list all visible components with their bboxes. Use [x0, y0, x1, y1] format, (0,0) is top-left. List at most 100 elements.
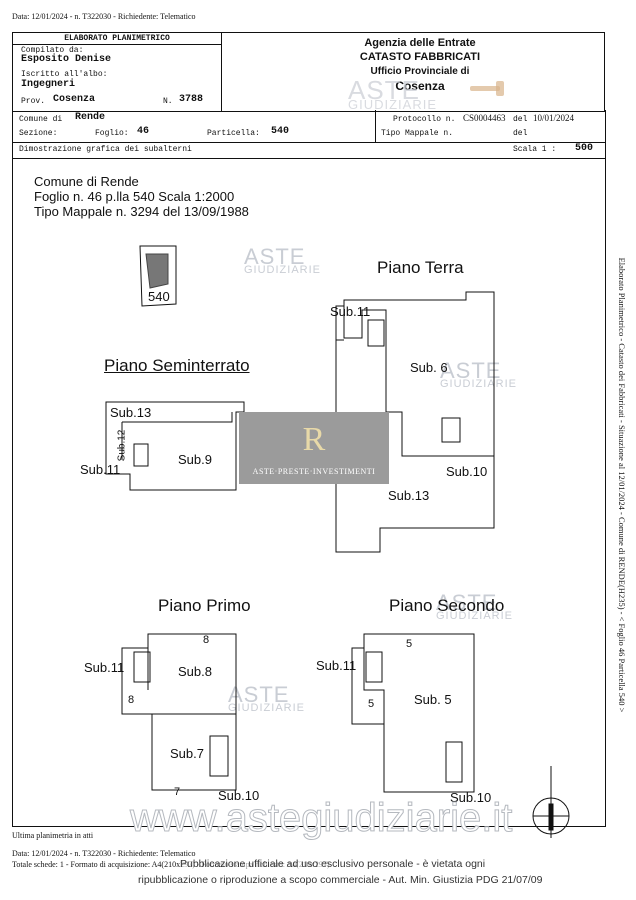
giudiziarie-watermark-2: GIUDIZIARIE: [244, 264, 322, 276]
semi-sub12-label: Sub.12: [116, 429, 128, 462]
vertical-side-text: Elaborato Planimetrico - Catasto dei Fab…: [617, 140, 627, 830]
semi-sub11-label: Sub.11: [80, 462, 121, 477]
footer-ripubblicazione: ripubblicazione o riproduzione a scopo c…: [138, 874, 543, 886]
primo-stair-10: [209, 735, 229, 777]
footer-pubblicazione: Pubblicazione ufficiale ad uso esclusivo…: [180, 858, 486, 870]
seal-watermark: R ASTE·PRESTE·INVESTIMENTI: [239, 412, 389, 484]
parcel-label: 540: [148, 289, 170, 304]
giudiziarie-watermark-4: GIUDIZIARIE: [228, 702, 306, 714]
seal-logo-icon: R: [302, 421, 326, 458]
drawing-header-comune: Comune di Rende: [34, 174, 139, 189]
giudiziarie-watermark-5: GIUDIZIARIE: [436, 610, 514, 622]
comune-label: Comune di: [19, 115, 63, 124]
floor-primo-label: Piano Primo: [158, 596, 251, 615]
n-value: 3788: [179, 94, 204, 105]
primo-outline: [121, 633, 237, 791]
header-line: Data: 12/01/2024 - n. T322030 - Richiede…: [12, 12, 196, 21]
agency-name: Agenzia delle Entrate: [364, 37, 476, 49]
semi-stair-11: [133, 443, 149, 467]
secondo-stair-11: [365, 651, 383, 683]
primo-7-label: 7: [174, 786, 181, 798]
drawing-frame: [12, 158, 606, 827]
semi-sub13-label: Sub.13: [110, 405, 152, 420]
secondo-sub11-label: Sub.11: [316, 658, 357, 673]
ufficio-label: Ufficio Provinciale di: [370, 66, 470, 77]
terra-inner: [343, 306, 494, 457]
iscritto-value: Ingegneri: [21, 79, 76, 90]
drawing-header: Comune di Rende Foglio n. 46 p.lla 540 S…: [34, 174, 249, 219]
footer-data-line: Data: 12/01/2024 - n. T322030 - Richiede…: [12, 849, 196, 858]
scala-label: Scala 1 :: [513, 145, 557, 154]
semi-outline: [105, 401, 245, 491]
aste-watermark-3: ASTE: [440, 358, 502, 383]
tipo-mappale-label: Tipo Mappale n.: [381, 129, 454, 138]
demo-row: Dimostrazione grafica dei subalterni Sca…: [12, 142, 606, 159]
protocollo-date: 10/01/2024: [533, 113, 575, 123]
terra-sub10-label: Sub.10: [446, 464, 488, 479]
compiler-box: ELABORATO PLANIMETRICO Compilato da: Esp…: [12, 32, 222, 112]
giudiziarie-watermark: GIUDIZIARIE: [348, 97, 438, 112]
protocollo-value: CS0004463: [463, 113, 506, 123]
north-arrow-icon: [532, 766, 570, 838]
sezione-label: Sezione:: [19, 129, 58, 138]
aste-watermark: ASTE: [348, 75, 420, 105]
scala-value: 500: [575, 143, 594, 154]
particella-value: 540: [271, 126, 290, 137]
primo-sub8-label: Sub.8: [178, 664, 212, 679]
vertical-text: Elaborato Planimetrico - Catasto dei Fab…: [617, 257, 627, 713]
semi-corridor: [122, 412, 233, 423]
ufficio-city: Cosenza: [395, 79, 445, 93]
primo-sub11-label: Sub.11: [84, 660, 125, 675]
primo-8top-label: 8: [203, 634, 210, 646]
prov-value: Cosenza: [53, 94, 96, 105]
secondo-sub10-label: Sub.10: [450, 790, 492, 805]
comune-value: Rende: [75, 112, 106, 123]
agency-box: Agenzia delle Entrate CATASTO FABBRICATI…: [220, 32, 605, 112]
secondo-sub5-label: Sub. 5: [414, 692, 452, 707]
tipo-del-label: del: [513, 129, 528, 138]
prov-label: Prov.: [21, 97, 46, 106]
terra-sub11-label: Sub.11: [330, 304, 371, 319]
primo-sub10-label: Sub.10: [218, 788, 260, 803]
demo-label: Dimostrazione grafica dei subalterni: [19, 145, 192, 154]
compilato-value: Esposito Denise: [21, 54, 112, 65]
terra-sub13-label: Sub.13: [388, 488, 430, 503]
primo-sub7-label: Sub.7: [170, 746, 204, 761]
secondo-outline: [351, 633, 475, 793]
secondo-5top-label: 5: [406, 638, 413, 650]
floor-seminterrato-label: Piano Seminterrato: [104, 356, 250, 375]
floor-terra-label: Piano Terra: [377, 258, 464, 277]
parcel-building: [145, 253, 169, 289]
aste-watermark-5: ASTE: [436, 590, 498, 615]
terra-stair-11: [367, 319, 385, 347]
parcel-outline: [139, 245, 177, 307]
secondo-stair-10: [445, 741, 463, 783]
footer-totale-line: Totale schede: 1 - Formato di acquisizio…: [12, 860, 330, 869]
foglio-label: Foglio:: [95, 129, 129, 138]
drawing-header-tipo: Tipo Mappale n. 3294 del 13/09/1988: [34, 204, 249, 219]
terra-outline: [335, 291, 495, 553]
iscritto-label: Iscritto all'albo:: [21, 70, 108, 79]
footer-ultima: Ultima planimetria in atti: [12, 831, 94, 840]
protocollo-del-label: del: [513, 115, 528, 124]
terra-sub6-label: Sub. 6: [410, 360, 448, 375]
n-label: N.: [163, 97, 173, 106]
terra-stair-10: [441, 417, 461, 443]
floor-secondo-label: Piano Secondo: [389, 596, 505, 615]
protocollo-label: Protocollo n.: [393, 115, 456, 124]
particella-label: Particella:: [207, 129, 260, 138]
info-row: Comune di Rende Sezione: Foglio: 46 Part…: [12, 110, 606, 143]
catasto-title: CATASTO FABBRICATI: [359, 51, 481, 63]
foglio-value: 46: [137, 126, 150, 137]
semi-sub9-label: Sub.9: [178, 452, 212, 467]
elaborato-title: ELABORATO PLANIMETRICO: [13, 33, 221, 45]
drawing-header-foglio: Foglio n. 46 p.lla 540 Scala 1:2000: [34, 189, 235, 204]
secondo-5left-label: 5: [368, 698, 375, 710]
gavel-icon: [470, 81, 504, 96]
aste-watermark-2: ASTE: [244, 244, 306, 269]
site-watermark: www.astegiudiziarie.it: [129, 796, 513, 841]
seal-text: ASTE·PRESTE·INVESTIMENTI: [252, 467, 376, 476]
aste-watermark-4: ASTE: [228, 682, 290, 707]
giudiziarie-watermark-3: GIUDIZIARIE: [440, 378, 518, 390]
